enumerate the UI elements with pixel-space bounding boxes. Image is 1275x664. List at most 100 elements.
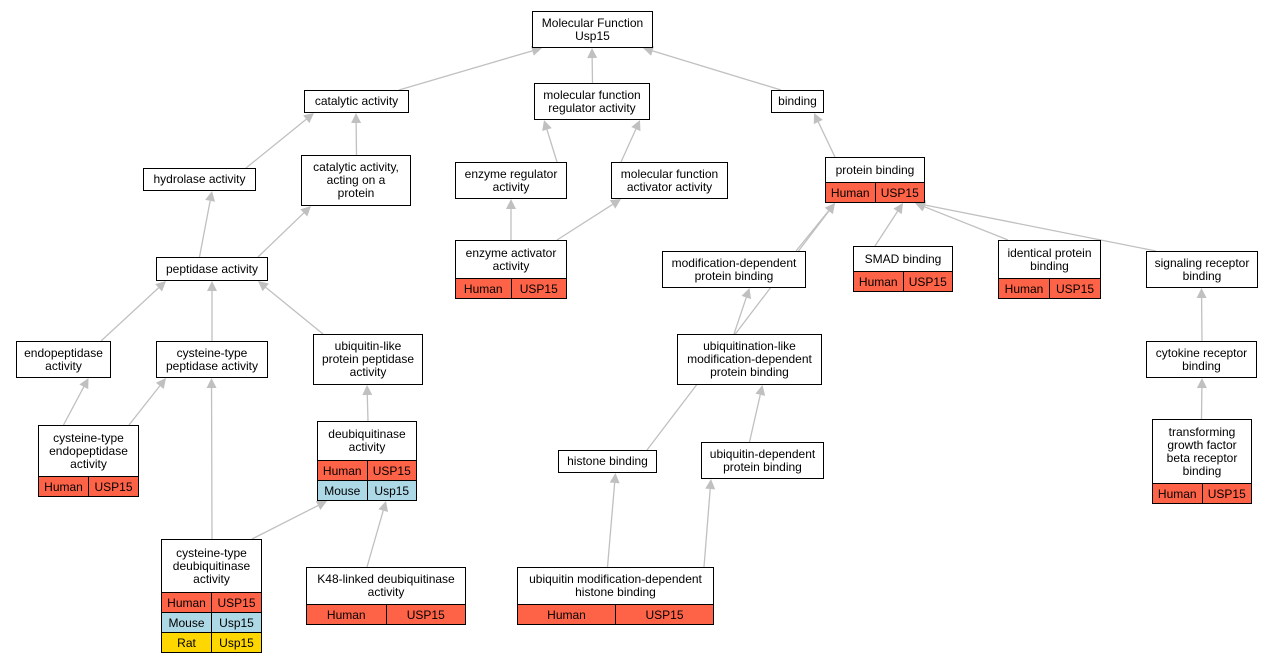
arrowhead-cysdeub-to-cyspep xyxy=(206,378,217,389)
node-peptidase-activity: peptidase activity xyxy=(156,257,268,281)
arrowhead-ubidep-to-ubilike xyxy=(755,385,766,396)
arrowhead-k48-to-deubiq xyxy=(378,501,389,512)
arrowhead-catprot-to-catalytic xyxy=(351,113,362,124)
node-label: ubiquitin-dependent protein binding xyxy=(709,446,816,474)
edge-ublpep-to-peptidase xyxy=(265,286,324,335)
node-histone-binding: histone binding xyxy=(558,450,657,473)
gene-symbol: USP15 xyxy=(385,605,466,624)
node-label: SMAD binding xyxy=(864,251,942,266)
arrowhead-cysdeub-to-deubiq xyxy=(315,501,327,510)
species-name: Human xyxy=(167,595,206,610)
node-label: K48-linked deubiquitinase activity xyxy=(317,572,455,599)
node-label: cysteine-type endopeptidase activity xyxy=(49,430,128,471)
species-name: Human xyxy=(322,463,362,478)
species-row-human: Human USP15 xyxy=(999,278,1100,298)
gene-symbol: Usp15 xyxy=(211,613,261,632)
species-row-human: Human USP15 xyxy=(854,271,952,291)
species-name: Human xyxy=(44,479,83,494)
arrowhead-hydrolase-to-catalytic xyxy=(303,113,314,124)
node-cysteine-type-peptidase-activity: cysteine-type peptidase activity xyxy=(156,341,268,378)
edge-catalytic-to-mf xyxy=(398,50,533,91)
node-label: molecular function activator activity xyxy=(620,166,719,194)
edge-identical-to-protbind xyxy=(924,206,1009,241)
node-label: ubiquitin-like protein peptidase activit… xyxy=(321,339,415,379)
node-ubiquitin-dependent-protein-binding: ubiquitin-dependent protein binding xyxy=(701,442,824,479)
species-row-human: Human USP15 xyxy=(518,604,713,624)
species-name: Human xyxy=(830,185,870,200)
edge-peptidase-to-hydrolase xyxy=(198,200,211,258)
node-label: enzyme regulator activity xyxy=(464,166,558,194)
edge-cysdeub-to-deubiq xyxy=(251,504,319,540)
edge-endopep-to-peptidase xyxy=(100,287,160,342)
species-name: Rat xyxy=(177,635,196,650)
arrowhead-smad-to-protbind xyxy=(893,203,903,215)
species-name: Mouse xyxy=(324,483,361,498)
gene-symbol: USP15 xyxy=(510,279,567,298)
gene-symbol: USP15 xyxy=(902,272,953,291)
node-ubiquitin-like-protein-peptidase-activity: ubiquitin-like protein peptidase activit… xyxy=(313,334,423,385)
arrowhead-histone-to-protbind xyxy=(824,203,835,214)
species-row-human: Human USP15 xyxy=(318,460,416,480)
species-name: Human xyxy=(1004,281,1044,296)
node-cytokine-receptor-binding: cytokine receptor binding xyxy=(1146,341,1257,378)
edge-cysendo-to-cyspep xyxy=(128,385,161,426)
edge-mfact-to-mfreg xyxy=(620,128,637,163)
node-hydrolase-activity: hydrolase activity xyxy=(143,168,256,191)
node-label: signaling receptor binding xyxy=(1154,255,1250,283)
gene-symbol: USP15 xyxy=(1049,279,1100,298)
node-label: binding xyxy=(778,94,817,108)
gene-symbol: USP15 xyxy=(615,605,713,624)
arrowhead-binding-to-mf xyxy=(643,46,655,56)
gene-symbol: USP15 xyxy=(211,593,261,612)
node-ubiquitination-like-modification-dependent-protein-binding: ubiquitination-like modification-depende… xyxy=(677,334,822,385)
edge-cysendo-to-endopep xyxy=(62,386,85,426)
arrowhead-cyspep-to-peptidase xyxy=(207,281,217,291)
edge-ubidep-to-ubilike xyxy=(748,394,761,443)
node-enzyme-regulator-activity: enzyme regulator activity xyxy=(455,162,567,199)
node-molecular-function-activator-activity: molecular function activator activity xyxy=(611,162,728,199)
edge-ubimodhist-to-ubidep xyxy=(703,488,711,568)
arrowhead-deubiq-to-ublpep xyxy=(362,385,373,396)
node-binding: binding xyxy=(771,90,824,113)
arrowhead-tgfb-to-cytorec xyxy=(1196,378,1207,389)
node-label: protein binding xyxy=(835,162,915,177)
arrowhead-ubimodhist-to-histone xyxy=(609,473,620,484)
node-label: catalytic activity, acting on a protein xyxy=(313,160,399,200)
arrowhead-cytorec-to-sigrec xyxy=(1196,288,1207,299)
edge-enzact-to-mfact xyxy=(556,203,613,241)
node-label: cytokine receptor binding xyxy=(1155,345,1248,373)
node-endopeptidase-activity: endopeptidase activity xyxy=(16,341,111,378)
node-label: Molecular Function Usp15 xyxy=(541,15,644,43)
edge-hydrolase-to-catalytic xyxy=(245,118,307,169)
node-transforming-growth-factor-beta-receptor-binding: transforming growth factor beta receptor… xyxy=(1152,419,1252,504)
node-signaling-receptor-binding: signaling receptor binding xyxy=(1146,251,1258,288)
node-label: ubiquitin modification-dependent histone… xyxy=(529,572,702,599)
species-name: Human xyxy=(547,607,586,622)
edge-ubilike-to-moddep xyxy=(733,297,747,335)
edge-smad-to-protbind xyxy=(874,211,899,247)
arrowhead-ublpep-to-peptidase xyxy=(258,281,269,292)
node-modification-dependent-protein-binding: modification-dependent protein binding xyxy=(662,251,806,288)
node-label: modification-dependent protein binding xyxy=(671,255,797,283)
arrowhead-ubilike-to-moddep xyxy=(741,288,752,300)
species-name: Mouse xyxy=(168,615,205,630)
gene-symbol: USP15 xyxy=(1201,484,1252,503)
node-label: molecular function regulator activity xyxy=(543,87,641,115)
species-row-human: Human USP15 xyxy=(162,592,261,612)
species-name: Human xyxy=(858,274,898,289)
gene-symbol: USP15 xyxy=(366,461,417,480)
node-label: cysteine-type deubiquitinase activity xyxy=(172,545,251,586)
node-label: enzyme activator activity xyxy=(465,245,557,273)
edge-histone-to-protbind xyxy=(646,210,830,451)
arrowhead-peptidase-to-catprot xyxy=(300,206,311,217)
node-label: histone binding xyxy=(567,454,648,468)
